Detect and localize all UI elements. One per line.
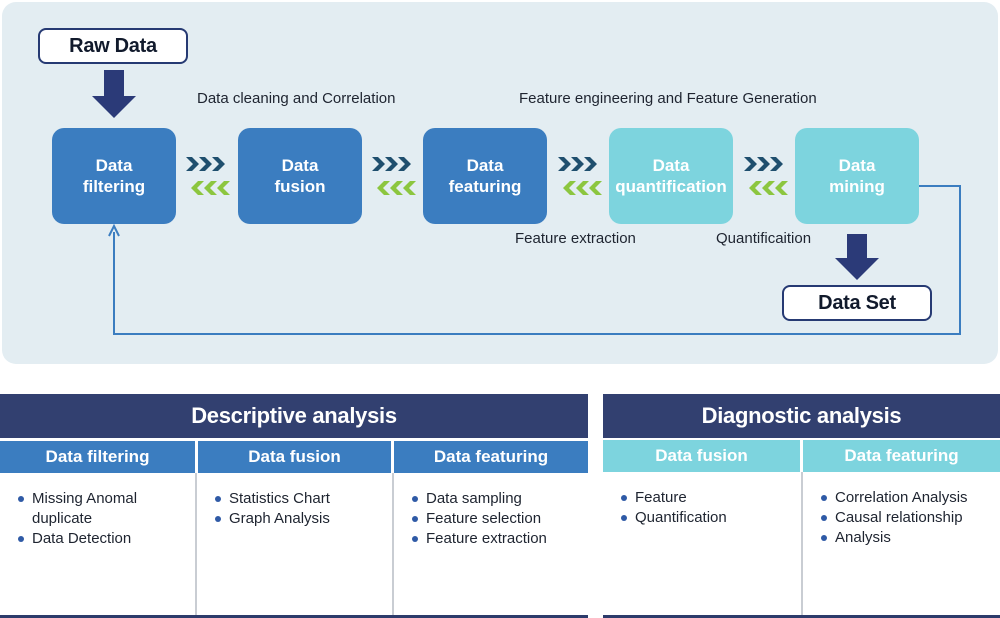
feedback-loop-arrowhead (108, 223, 120, 237)
back-chevrons-icon (563, 181, 602, 195)
descriptive-col-header-data-filtering: Data filtering (0, 441, 195, 473)
item-list: Correlation Analysis Causal relationship… (803, 472, 1000, 548)
descriptive-bottom-rule (0, 615, 588, 618)
list-item: Correlation Analysis (821, 488, 1000, 508)
caption-feature-extraction: Feature extraction (515, 230, 636, 247)
diagnostic-bottom-rule (603, 615, 1000, 618)
stage-data-featuring: Data featuring (423, 128, 547, 224)
stage-data-quantification: Data quantification (609, 128, 733, 224)
back-chevrons-icon (191, 181, 230, 195)
caption-quantification: Quantificaition (716, 230, 812, 247)
data-set-label: Data Set (782, 285, 932, 321)
diagnostic-col-header-data-featuring: Data featuring (803, 440, 1000, 472)
item-list: Statistics Chart Graph Analysis (197, 473, 392, 529)
list-item: Statistics Chart (215, 489, 392, 509)
stage-line1: Data (652, 156, 690, 175)
stage-line2: quantification (615, 177, 727, 196)
data-set-down-arrow (835, 234, 879, 280)
descriptive-col-body-data-featuring: Data sampling Feature selection Feature … (394, 473, 588, 615)
list-item: Missing Anomal duplicate (18, 489, 195, 529)
list-item: Causal relationship (821, 508, 1000, 528)
item-list: Missing Anomal duplicate Data Detection (0, 473, 195, 549)
stage-line2: filtering (82, 177, 146, 196)
flow-connectors (92, 70, 961, 335)
descriptive-col-header-data-fusion: Data fusion (198, 441, 391, 473)
stage-data-mining: Data mining (795, 128, 919, 224)
descriptive-analysis-title: Descriptive analysis (0, 394, 588, 438)
diagnostic-analysis-title: Diagnostic analysis (603, 394, 1000, 438)
descriptive-col-header-data-featuring: Data featuring (394, 441, 588, 473)
list-item: Data sampling (412, 489, 588, 509)
descriptive-col-body-data-filtering: Missing Anomal duplicate Data Detection (0, 473, 197, 615)
list-item-text: duplicate (32, 510, 93, 527)
back-chevrons-icon (749, 181, 788, 195)
item-list: Feature Quantification (603, 472, 801, 528)
back-chevrons-icon (377, 181, 416, 195)
list-item: Analysis (821, 528, 1000, 548)
list-item: Feature selection (412, 509, 588, 529)
diagnostic-col-body-data-featuring: Correlation Analysis Causal relationship… (803, 472, 1000, 615)
feedback-loop-line (113, 185, 961, 335)
caption-data-cleaning: Data cleaning and Correlation (197, 90, 396, 107)
stage-line1: Data (95, 156, 133, 175)
stage-line2: mining (829, 177, 885, 196)
raw-data-down-arrow (92, 70, 136, 118)
list-item: Feature (621, 488, 801, 508)
list-item-text: Missing Anomal (32, 490, 138, 507)
stage-line1: Data (838, 156, 876, 175)
descriptive-col-body-data-fusion: Statistics Chart Graph Analysis (197, 473, 394, 615)
forward-chevrons-icon (744, 157, 783, 171)
caption-feature-engineering: Feature engineering and Feature Generati… (519, 90, 817, 107)
stage-line2: fusion (274, 177, 326, 196)
list-item: Feature extraction (412, 529, 588, 549)
raw-data-label: Raw Data (38, 28, 188, 64)
list-item: Quantification (621, 508, 801, 528)
stage-data-fusion: Data fusion (238, 128, 362, 224)
item-list: Data sampling Feature selection Feature … (394, 473, 588, 549)
stage-line1: Data (281, 156, 319, 175)
diagnostic-col-header-data-fusion: Data fusion (603, 440, 800, 472)
forward-chevrons-icon (372, 157, 411, 171)
stage-data-filtering: Data filtering (52, 128, 176, 224)
list-item: Data Detection (18, 529, 195, 549)
forward-chevrons-icon (558, 157, 597, 171)
stage-line2: featuring (448, 177, 522, 196)
diagnostic-col-body-data-fusion: Feature Quantification (603, 472, 803, 615)
stage-line1: Data (466, 156, 504, 175)
list-item: Graph Analysis (215, 509, 392, 529)
forward-chevrons-icon (186, 157, 225, 171)
